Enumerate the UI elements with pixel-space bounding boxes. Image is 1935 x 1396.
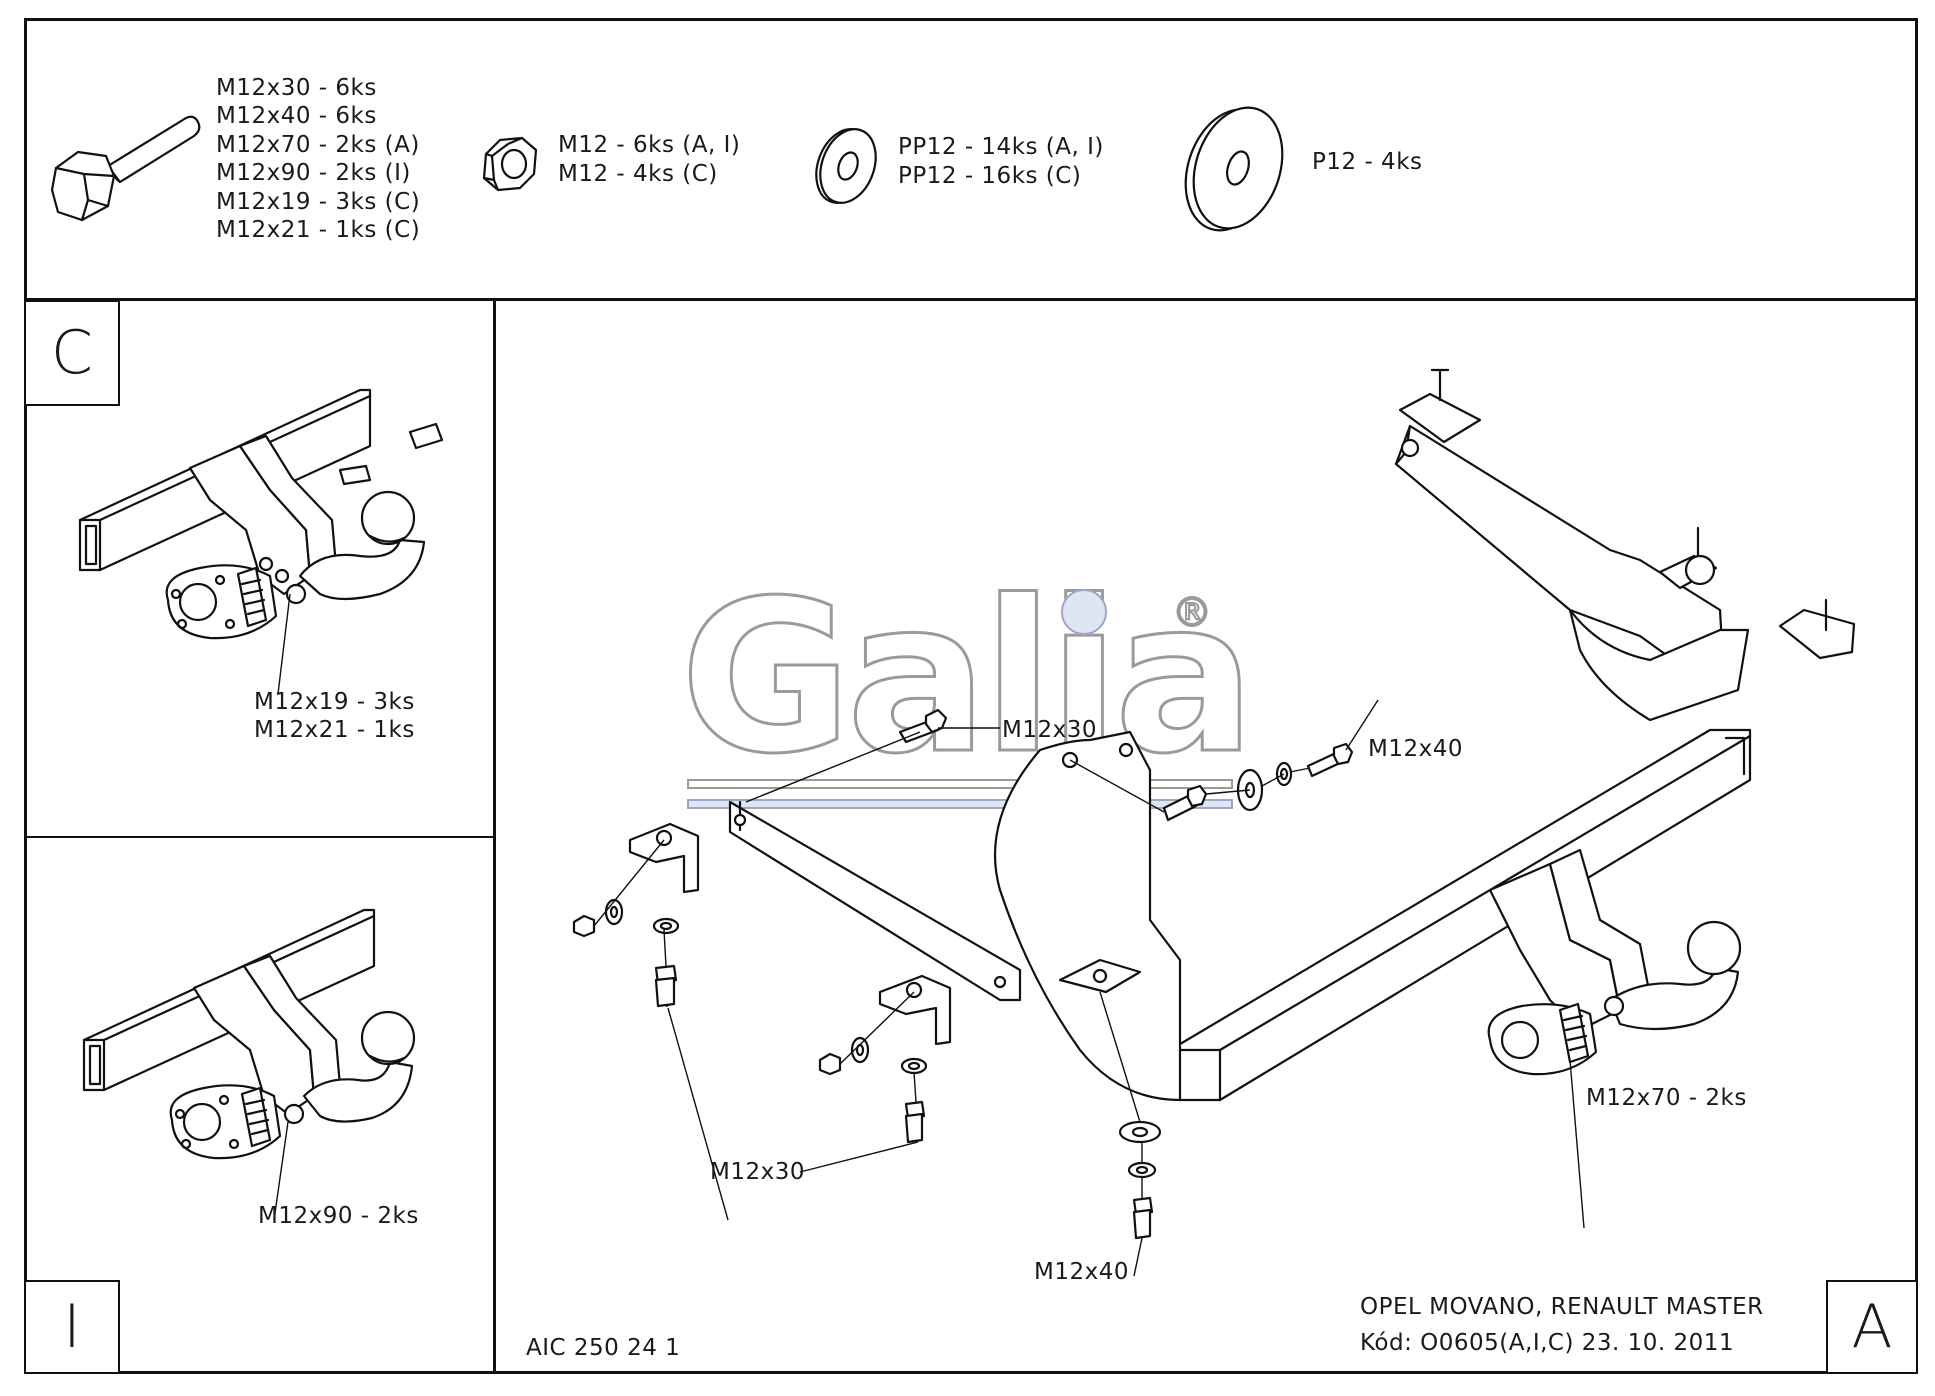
bolt-line-1: M12x30 - 6ks: [216, 75, 377, 101]
variant-c-label: C: [24, 300, 120, 406]
large-washer-line-1: P12 - 4ks: [1312, 149, 1423, 175]
drawing-frame: [24, 18, 1918, 1374]
main-assembly-illustration: [572, 368, 1856, 1277]
variant-a-label: A: [1826, 1280, 1918, 1374]
variant-i-callout-1: M12x90 - 2ks: [258, 1203, 419, 1229]
variant-c-illustration: [78, 388, 444, 695]
bolt-line-5: M12x19 - 3ks (C): [216, 189, 421, 215]
header-divider: [24, 298, 1918, 301]
variant-c-callout-2: M12x21 - 1ks: [254, 717, 415, 743]
callout-m12x40-bottom: M12x40: [1034, 1259, 1129, 1285]
callout-m12x40-top: M12x40: [1368, 736, 1463, 762]
drawing-number: AIC 250 24 1: [526, 1335, 681, 1361]
callout-m12x30-bottom: M12x30: [710, 1159, 805, 1185]
nut-line-1: M12 - 6ks (A, I): [558, 132, 741, 158]
variant-i-illustration: [82, 908, 416, 1221]
code-and-date: Kód: O0605(A,I,C) 23. 10. 2011: [1360, 1330, 1735, 1356]
small-washer-line-1: PP12 - 14ks (A, I): [898, 134, 1104, 160]
bolt-line-3: M12x70 - 2ks (A): [216, 132, 420, 158]
bolt-line-6: M12x21 - 1ks (C): [216, 217, 421, 243]
galia-watermark-text: Galia: [680, 555, 1250, 800]
variant-i-label: I: [24, 1280, 120, 1374]
large-washer-icon: [1184, 106, 1284, 232]
small-washer-icon: [815, 128, 877, 204]
bolt-line-4: M12x90 - 2ks (I): [216, 160, 411, 186]
variant-divider: [24, 836, 496, 838]
callout-m12x30-top: M12x30: [1002, 717, 1097, 743]
variant-c-callout-1: M12x19 - 3ks: [254, 689, 415, 715]
callout-m12x70: M12x70 - 2ks: [1586, 1085, 1747, 1111]
nut-icon: [482, 136, 538, 192]
galia-watermark-logo: Galia ®: [679, 554, 1257, 809]
bolt-icon: [50, 115, 201, 222]
bolt-line-2: M12x40 - 6ks: [216, 103, 377, 129]
vehicle-name: OPEL MOVANO, RENAULT MASTER: [1360, 1294, 1764, 1320]
small-washer-line-2: PP12 - 16ks (C): [898, 163, 1082, 189]
registered-mark: ®: [1172, 590, 1212, 636]
nut-line-2: M12 - 4ks (C): [558, 161, 718, 187]
